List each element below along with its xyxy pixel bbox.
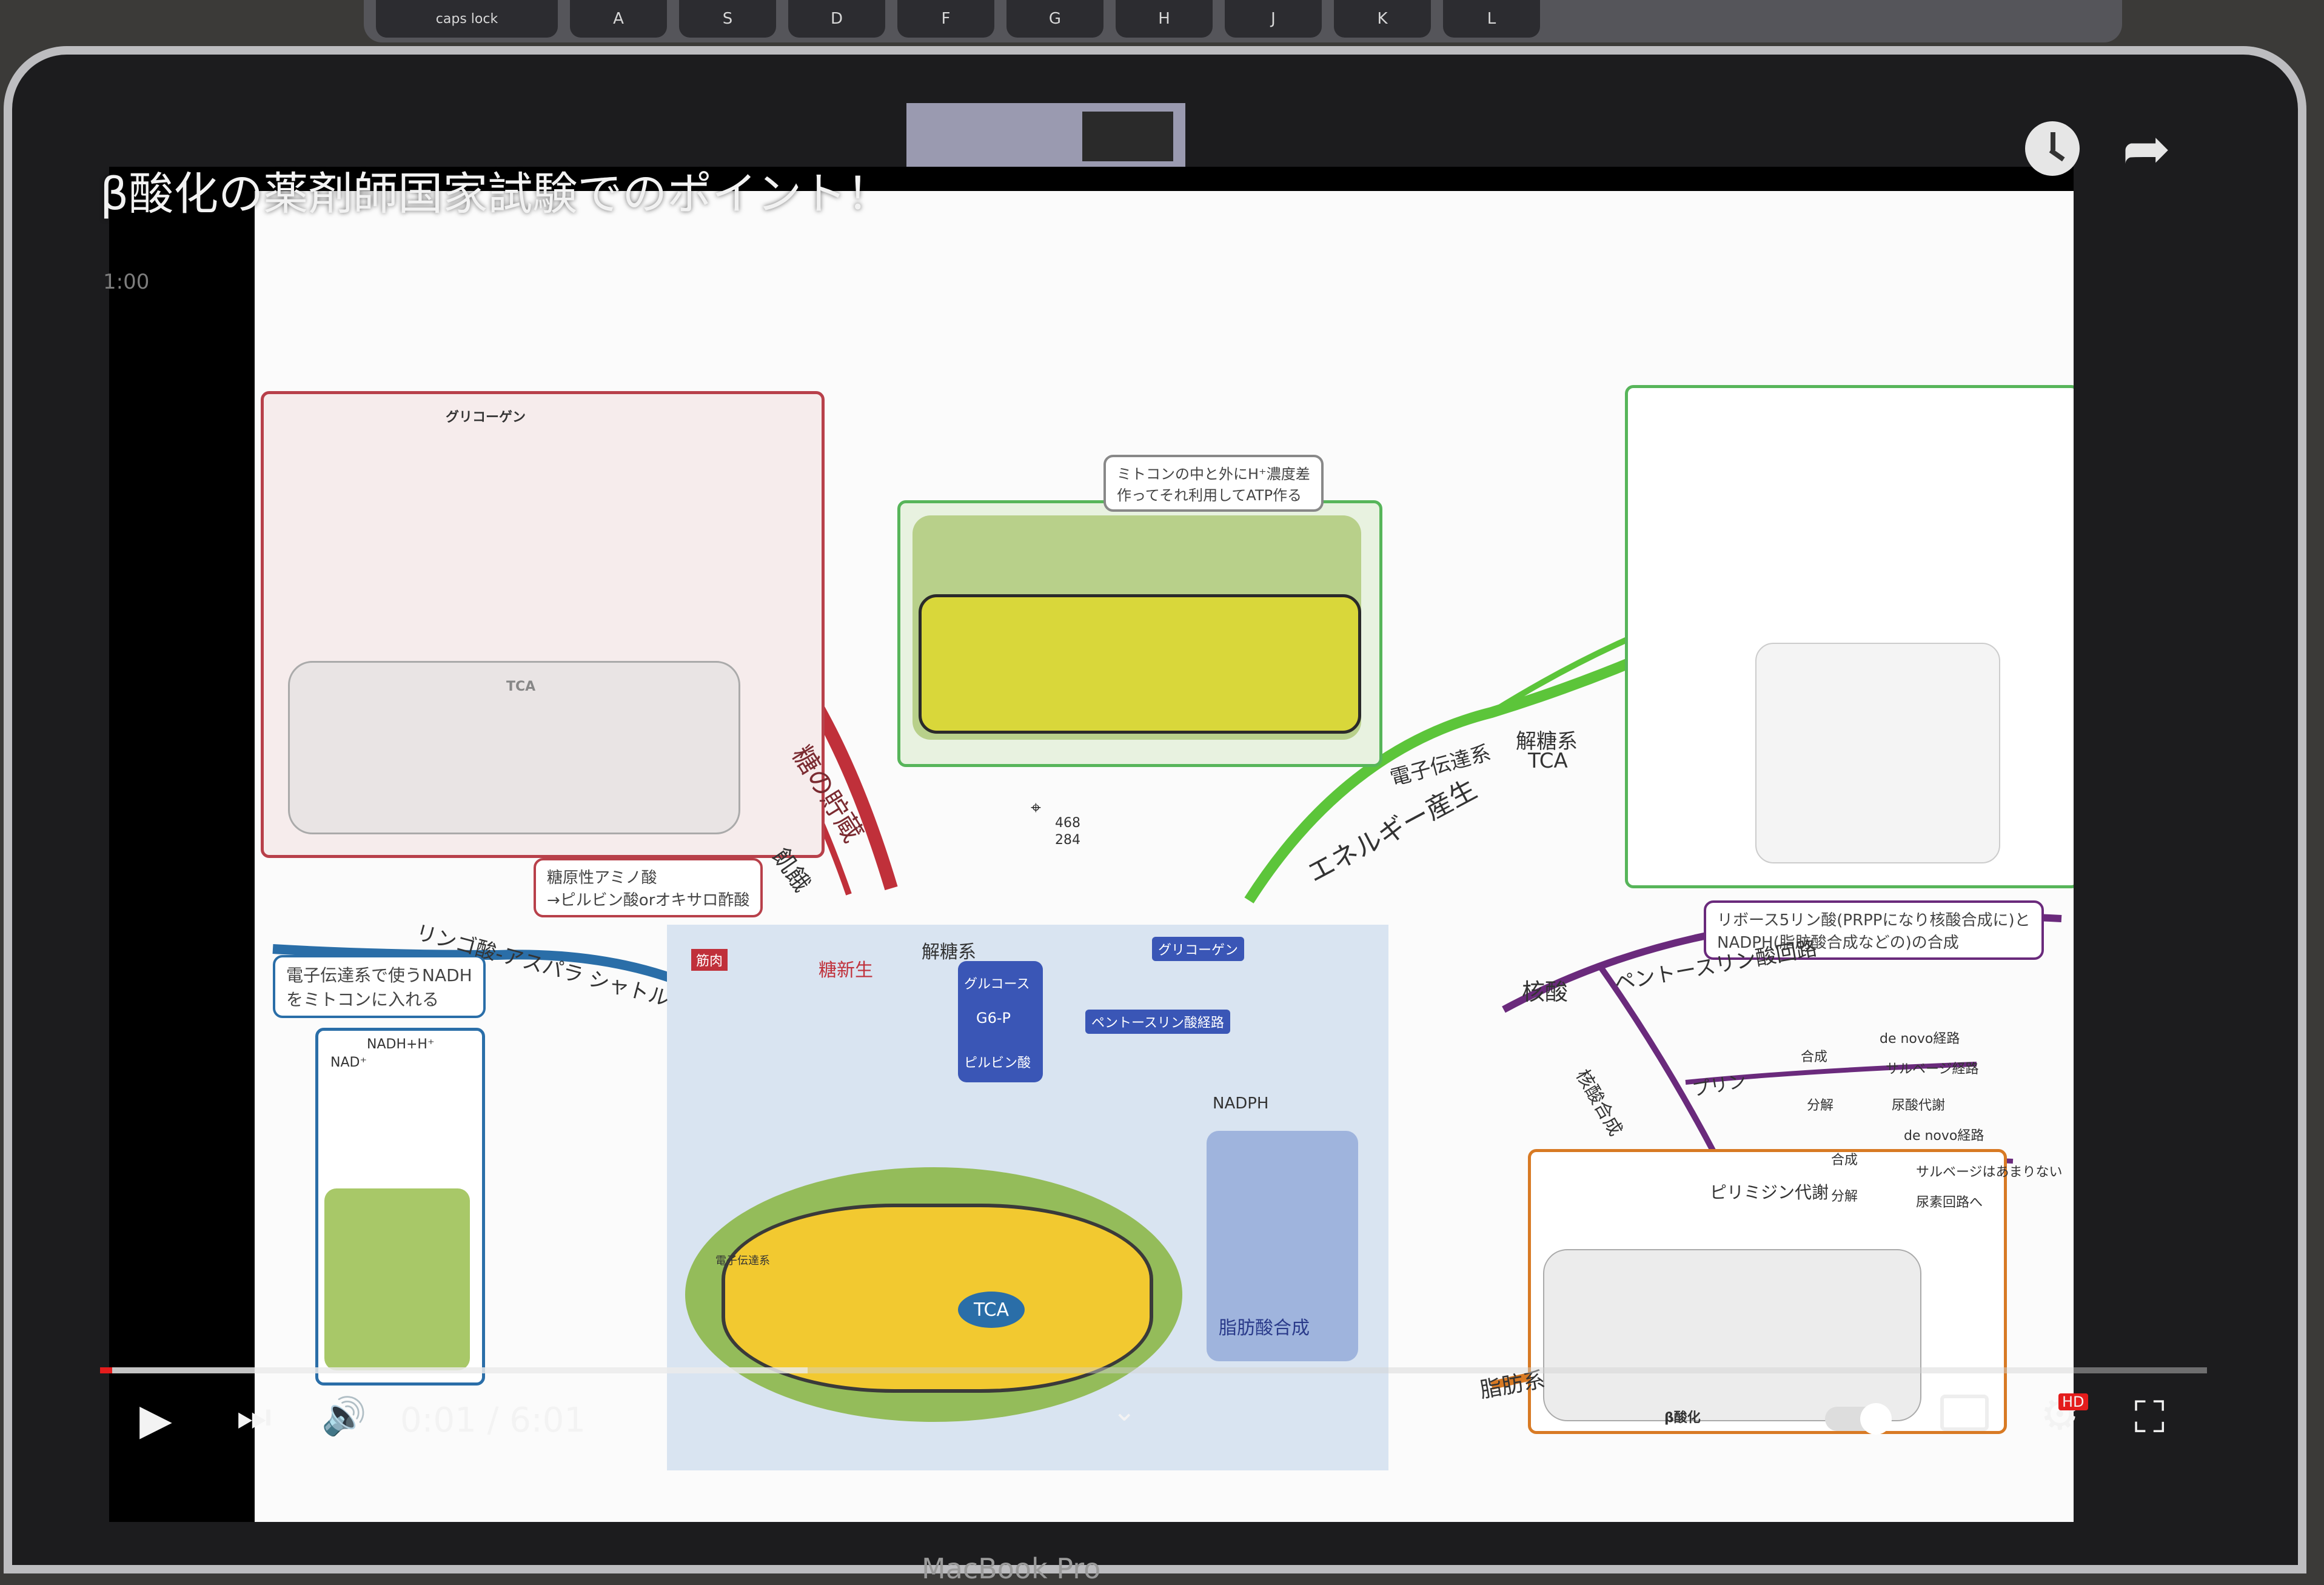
fatty-acid-box [1207, 1131, 1358, 1361]
watch-later-icon[interactable] [2025, 121, 2080, 176]
synthesis-label-2: 合成 [1831, 1153, 1858, 1168]
tca-node: TCA [958, 1292, 1025, 1328]
urea-path-label: 尿素回路へ [1916, 1195, 1983, 1210]
nadh-note: 電子伝達系で使うNADH をミトコンに入れる [273, 955, 486, 1018]
glucose-box [958, 961, 1043, 1082]
play-icon[interactable]: ▶ [139, 1395, 172, 1444]
glycogen-text: グリコーゲン [446, 410, 526, 425]
key-j: J [1225, 0, 1322, 38]
glycogen-panel: グリコーゲン TCA [261, 391, 825, 858]
glycolysis-text: 解糖系 [922, 942, 976, 963]
time-current: 0:01 [400, 1401, 477, 1440]
exit-fullscreen-icon[interactable]: ⛶ [2134, 1392, 2165, 1443]
chevron-down-icon[interactable]: ⌄ [1113, 1395, 1136, 1427]
g6p-text: G6-P [976, 1010, 1011, 1027]
camera-cover [906, 103, 1185, 170]
cursor-readout-x: 468 [1055, 816, 1080, 831]
key-d: D [788, 0, 885, 38]
key-s: S [679, 0, 776, 38]
electron-small-text: 電子伝達系 [715, 1255, 770, 1267]
salvage-label-1: サルベージ経路 [1886, 1062, 1979, 1077]
shuttle-nadh-text: NADH+H⁺ [367, 1037, 435, 1052]
laptop-body: グリコーゲン TCA 糖原性アミノ酸 →ピルビン酸orオキサロ酢酸 ミトコンの中… [12, 55, 2298, 1585]
malate-shuttle-panel: NADH+H⁺ NAD⁺ [315, 1028, 485, 1386]
decomp-label-2: 分解 [1831, 1189, 1858, 1204]
share-icon[interactable]: ➦ [2122, 115, 2171, 183]
glycolysis-tca-panel: TCA [1625, 385, 2074, 888]
keyboard: caps lock A S D F G H J K L [364, 0, 2122, 42]
key-g: G [1006, 0, 1103, 38]
denovo-label-2: de novo経路 [1904, 1128, 1984, 1144]
pyruvate-text: ピルビン酸 [964, 1056, 1031, 1071]
next-icon[interactable]: ⏭ [236, 1395, 272, 1439]
video-subtitle: 1:00 [103, 270, 150, 294]
lipid-panel: β酸化 [1528, 1149, 2007, 1434]
cursor-readout-y: 284 [1055, 833, 1080, 848]
glucose-text: グルコース [964, 977, 1030, 992]
ribose-note: リボース5リン酸(PRPPになり核酸合成に)と NADPH(脂肪酸合成などの)の… [1704, 900, 2044, 960]
glucogenic-note: 糖原性アミノ酸 →ピルビン酸orオキサロ酢酸 [534, 858, 763, 917]
salvage-label-2: サルベージはあまりない [1916, 1165, 2063, 1180]
subtitles-icon[interactable] [1940, 1395, 1989, 1431]
cursor-crosshair-icon: ⌖ [1031, 797, 1041, 819]
central-metabolism-box: TCA グルコース G6-P ピルビン酸 グリコーゲン ペントースリン酸経路 解… [667, 925, 1388, 1470]
nadph-text: NADPH [1213, 1094, 1269, 1113]
synthesis-label-1: 合成 [1801, 1050, 1828, 1065]
key-f: F [897, 0, 994, 38]
fatty-acid-text: 脂肪酸合成 [1219, 1318, 1310, 1339]
key-k: K [1334, 0, 1431, 38]
nucleic-acid-label: 核酸 [1522, 979, 1569, 1005]
time-separator: / [476, 1401, 510, 1440]
muscle-tag: 筋肉 [691, 949, 728, 971]
tca-circle-area [1755, 643, 2000, 863]
mitochondria-inner [722, 1204, 1153, 1393]
volume-icon[interactable]: 🔊 [321, 1395, 367, 1438]
urea-metabolism-label: 尿酸代謝 [1892, 1098, 1946, 1113]
progress-played [100, 1367, 112, 1373]
progress-buffer [112, 1367, 808, 1373]
webcam [1082, 112, 1173, 161]
video-title[interactable]: β酸化の薬剤師国家試験でのポイント！ [100, 168, 892, 220]
shuttle-nad-text: NAD⁺ [330, 1055, 367, 1070]
shuttle-inner [324, 1188, 470, 1370]
key-a: A [570, 0, 667, 38]
beta-ox-text: β酸化 [1664, 1410, 1701, 1426]
decomp-label-1: 分解 [1807, 1098, 1834, 1113]
electron-transport-panel [897, 500, 1382, 767]
autoplay-toggle[interactable] [1825, 1403, 1892, 1435]
glycogen-tag: グリコーゲン [1152, 937, 1245, 961]
video-screen[interactable]: グリコーゲン TCA 糖原性アミノ酸 →ピルビン酸orオキサロ酢酸 ミトコンの中… [109, 167, 2074, 1522]
mindmap-slide: グリコーゲン TCA 糖原性アミノ酸 →ピルビン酸orオキサロ酢酸 ミトコンの中… [255, 191, 2074, 1522]
macbook-label: MacBook Pro [922, 1552, 1101, 1585]
key-l: L [1443, 0, 1540, 38]
hd-badge: HD [2058, 1393, 2088, 1410]
mitochondria-outline [288, 661, 740, 834]
tca-label: TCA [1528, 749, 1568, 773]
matrix-area [919, 594, 1361, 734]
pentose-tag: ペントースリン酸経路 [1085, 1010, 1230, 1034]
pyrimidine-label: ピリミジン代謝 [1710, 1182, 1829, 1202]
gluconeogenesis-text: 糖新生 [819, 960, 873, 981]
proton-gradient-note: ミトコンの中と外にH⁺濃度差 作ってそれ利用してATP作る [1103, 455, 1324, 512]
key-h: H [1116, 0, 1213, 38]
caps-lock-key: caps lock [376, 0, 558, 38]
glycolysis-label: 解糖系 [1516, 729, 1578, 754]
lipid-mito-area [1543, 1249, 1921, 1421]
time-display: 0:01 / 6:01 [400, 1401, 586, 1440]
progress-track[interactable] [100, 1367, 2207, 1373]
time-total: 6:01 [509, 1401, 586, 1440]
denovo-label-1: de novo経路 [1880, 1031, 1960, 1047]
autoplay-knob [1860, 1403, 1892, 1435]
